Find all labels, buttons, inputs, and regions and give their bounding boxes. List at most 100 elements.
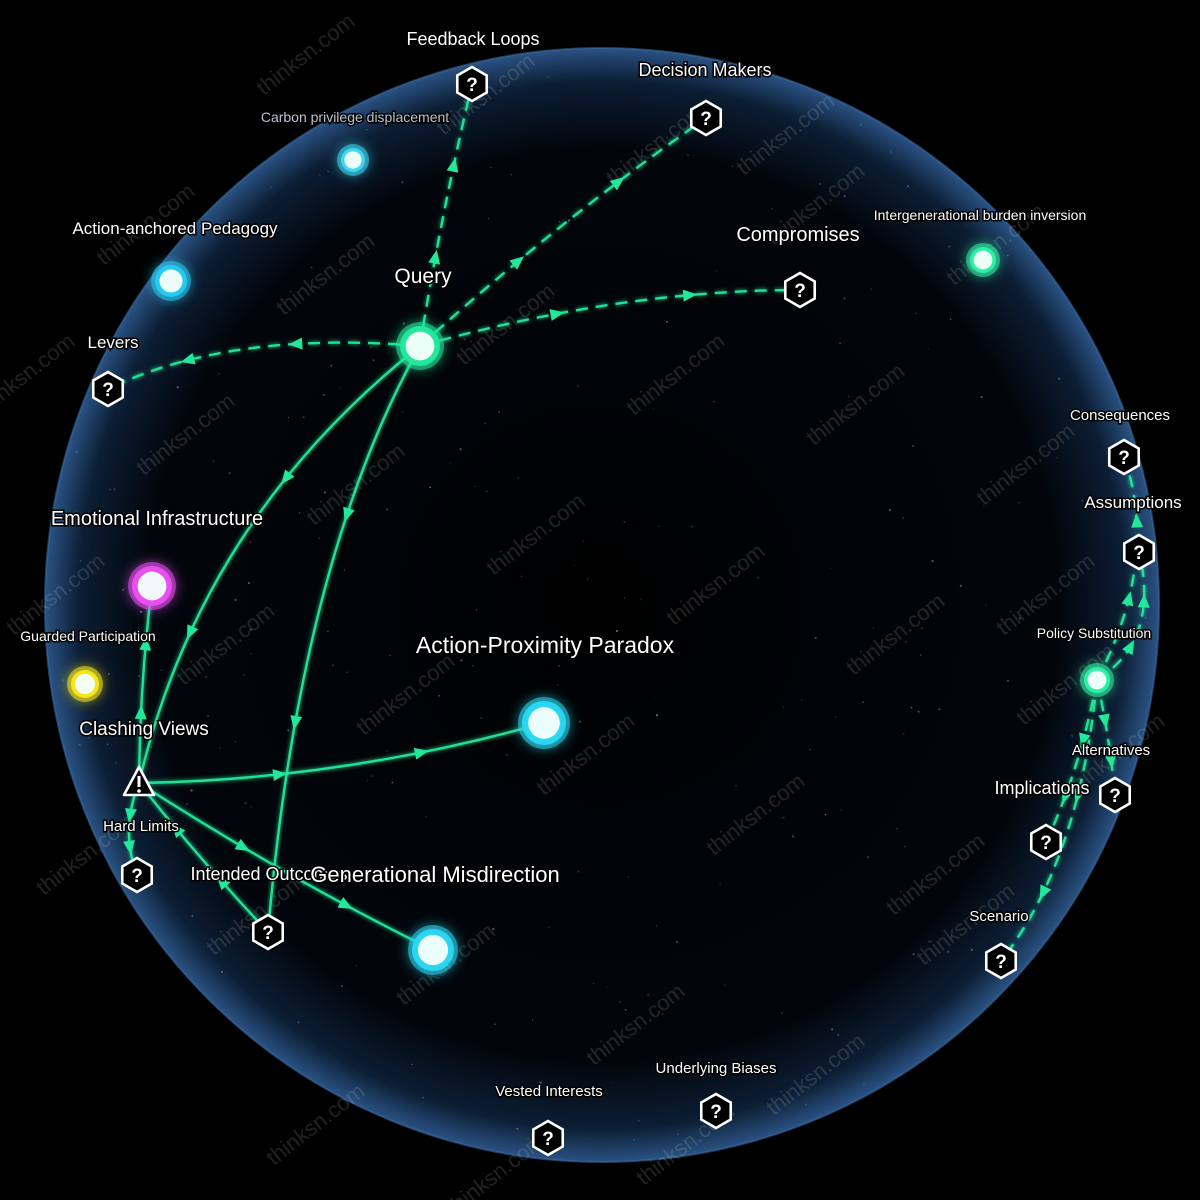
question-hex-icon[interactable]: ? bbox=[699, 1092, 733, 1130]
node-alternatives[interactable]: ?Alternatives bbox=[1070, 741, 1152, 814]
star-dot bbox=[160, 669, 163, 671]
glow-orb-icon[interactable] bbox=[337, 144, 369, 176]
node-hard-limits[interactable]: ?Hard Limits bbox=[102, 817, 180, 894]
node-underlying-biases[interactable]: ?Underlying Biases bbox=[654, 1059, 778, 1130]
glow-orb-icon[interactable] bbox=[1080, 663, 1114, 697]
star-dot bbox=[139, 610, 143, 613]
warning-triangle-icon[interactable] bbox=[122, 765, 156, 797]
star-dot bbox=[666, 136, 669, 139]
question-hex-icon[interactable]: ? bbox=[689, 99, 723, 137]
node-scenario[interactable]: ?Scenario bbox=[968, 907, 1030, 980]
question-hex-icon[interactable]: ? bbox=[251, 913, 285, 951]
star-dot bbox=[475, 609, 478, 611]
star-dot bbox=[303, 416, 305, 418]
star-dot bbox=[652, 407, 654, 409]
glow-orb-icon[interactable] bbox=[396, 322, 444, 370]
edge-clashing_views-to-action_proximity_paradox[interactable] bbox=[138, 721, 545, 785]
node-label: Intended Outcomes bbox=[190, 864, 347, 884]
star-dot bbox=[324, 491, 327, 494]
node-label: Guarded Participation bbox=[20, 628, 155, 644]
question-hex-icon[interactable]: ? bbox=[1122, 533, 1156, 571]
glow-orb-icon[interactable] bbox=[128, 562, 176, 610]
node-implications[interactable]: ?Implications bbox=[993, 777, 1091, 861]
node-carbon-privilege-displacement[interactable]: Carbon privilege displacement bbox=[259, 108, 451, 176]
star-dot bbox=[150, 746, 152, 748]
question-hex-icon[interactable]: ? bbox=[783, 271, 817, 309]
edge-query-to-feedback_loops[interactable] bbox=[418, 83, 474, 347]
question-hex-icon[interactable]: ? bbox=[1107, 438, 1141, 476]
star-dot bbox=[343, 569, 345, 571]
question-hex-icon[interactable]: ? bbox=[91, 370, 125, 408]
star-dot bbox=[772, 800, 774, 803]
star-dot bbox=[830, 567, 832, 569]
star-dot bbox=[539, 1081, 542, 1084]
node-vested-interests[interactable]: ?Vested Interests bbox=[494, 1082, 604, 1157]
watermark-text: thinksn.com bbox=[0, 328, 79, 420]
star-dot bbox=[847, 395, 850, 398]
svg-text:?: ? bbox=[710, 1102, 722, 1123]
node-levers[interactable]: ?Levers bbox=[86, 332, 140, 408]
star-dot bbox=[713, 400, 715, 403]
question-hex-icon[interactable]: ? bbox=[984, 942, 1018, 980]
node-layer[interactable]: Query ?Feedback Loops ?Decision Makers ?Com… bbox=[19, 28, 1183, 1157]
star-dot bbox=[422, 1096, 425, 1099]
star-dot bbox=[843, 195, 846, 198]
edge-intended_outcomes-to-clashing_views[interactable] bbox=[138, 782, 269, 933]
edge-query-to-decision_makers[interactable] bbox=[419, 117, 707, 347]
glow-orb-icon[interactable] bbox=[151, 261, 191, 301]
star-dot bbox=[371, 775, 374, 778]
question-hex-icon[interactable]: ? bbox=[120, 856, 154, 894]
node-feedback-loops[interactable]: ?Feedback Loops bbox=[405, 28, 541, 103]
edge-query-to-levers[interactable] bbox=[107, 337, 421, 391]
question-hex-icon[interactable]: ? bbox=[1029, 823, 1063, 861]
glow-orb-icon[interactable] bbox=[966, 243, 1000, 277]
svg-text:?: ? bbox=[466, 75, 478, 96]
star-dot bbox=[176, 386, 179, 389]
edge-query-to-intended_outcomes[interactable] bbox=[266, 345, 422, 933]
node-query[interactable]: Query bbox=[393, 264, 454, 370]
question-hex-icon[interactable]: ? bbox=[1098, 776, 1132, 814]
question-hex-icon[interactable]: ? bbox=[531, 1119, 565, 1157]
node-label: Generational Misdirection bbox=[310, 862, 559, 887]
edge-policy_substitution-to-implications[interactable] bbox=[1044, 679, 1099, 843]
glow-orb-icon[interactable] bbox=[67, 666, 103, 702]
glow-orb-icon[interactable] bbox=[408, 925, 458, 975]
star-dot bbox=[578, 720, 582, 723]
edge-arrow bbox=[413, 747, 429, 760]
node-decision-makers[interactable]: ?Decision Makers bbox=[637, 59, 773, 137]
node-assumptions[interactable]: ?Assumptions bbox=[1083, 492, 1183, 571]
node-guarded-participation[interactable]: Guarded Participation bbox=[19, 627, 157, 702]
node-intergenerational-burden-inversion[interactable]: Intergenerational burden inversion bbox=[872, 206, 1088, 277]
star-dot bbox=[640, 599, 642, 601]
node-label: Emotional Infrastructure bbox=[51, 508, 263, 530]
node-compromises[interactable]: ?Compromises bbox=[735, 223, 861, 309]
star-dot bbox=[1056, 457, 1058, 459]
edge-query-to-clashing_views[interactable] bbox=[137, 345, 421, 784]
node-clashing-views[interactable]: Clashing Views bbox=[78, 718, 210, 797]
glow-orb-icon[interactable] bbox=[518, 697, 570, 749]
question-hex-icon[interactable]: ? bbox=[455, 65, 489, 103]
node-action-anchored-pedagogy[interactable]: Action-anchored Pedagogy bbox=[71, 218, 280, 301]
edge-policy_substitution-to-assumptions[interactable] bbox=[1096, 551, 1150, 682]
star-dot bbox=[487, 218, 489, 220]
edge-query-to-compromises[interactable] bbox=[419, 288, 801, 348]
edge-line bbox=[107, 341, 421, 391]
node-generational-misdirection[interactable]: Generational Misdirection bbox=[309, 861, 561, 975]
star-dot bbox=[1071, 734, 1074, 737]
node-label: Policy Substitution bbox=[1037, 625, 1151, 641]
node-emotional-infrastructure[interactable]: Emotional Infrastructure bbox=[49, 507, 265, 610]
star-dot bbox=[483, 104, 486, 106]
edge-policy_substitution-to-scenario[interactable] bbox=[1000, 679, 1099, 962]
node-intended-outcomes[interactable]: ? Intended Outcomes bbox=[189, 863, 349, 951]
star-dot bbox=[510, 174, 513, 176]
star-dot bbox=[318, 537, 320, 540]
star-dot bbox=[247, 582, 251, 585]
node-consequences[interactable]: ?Consequences bbox=[1068, 406, 1172, 476]
node-policy-substitution[interactable]: Policy Substitution bbox=[1035, 624, 1153, 697]
svg-text:?: ? bbox=[995, 952, 1007, 973]
node-action-proximity-paradox[interactable]: Action-Proximity Paradox bbox=[414, 631, 676, 749]
star-dot bbox=[346, 671, 348, 673]
edge-clashing_views-to-generational_misdirection[interactable] bbox=[138, 781, 434, 952]
